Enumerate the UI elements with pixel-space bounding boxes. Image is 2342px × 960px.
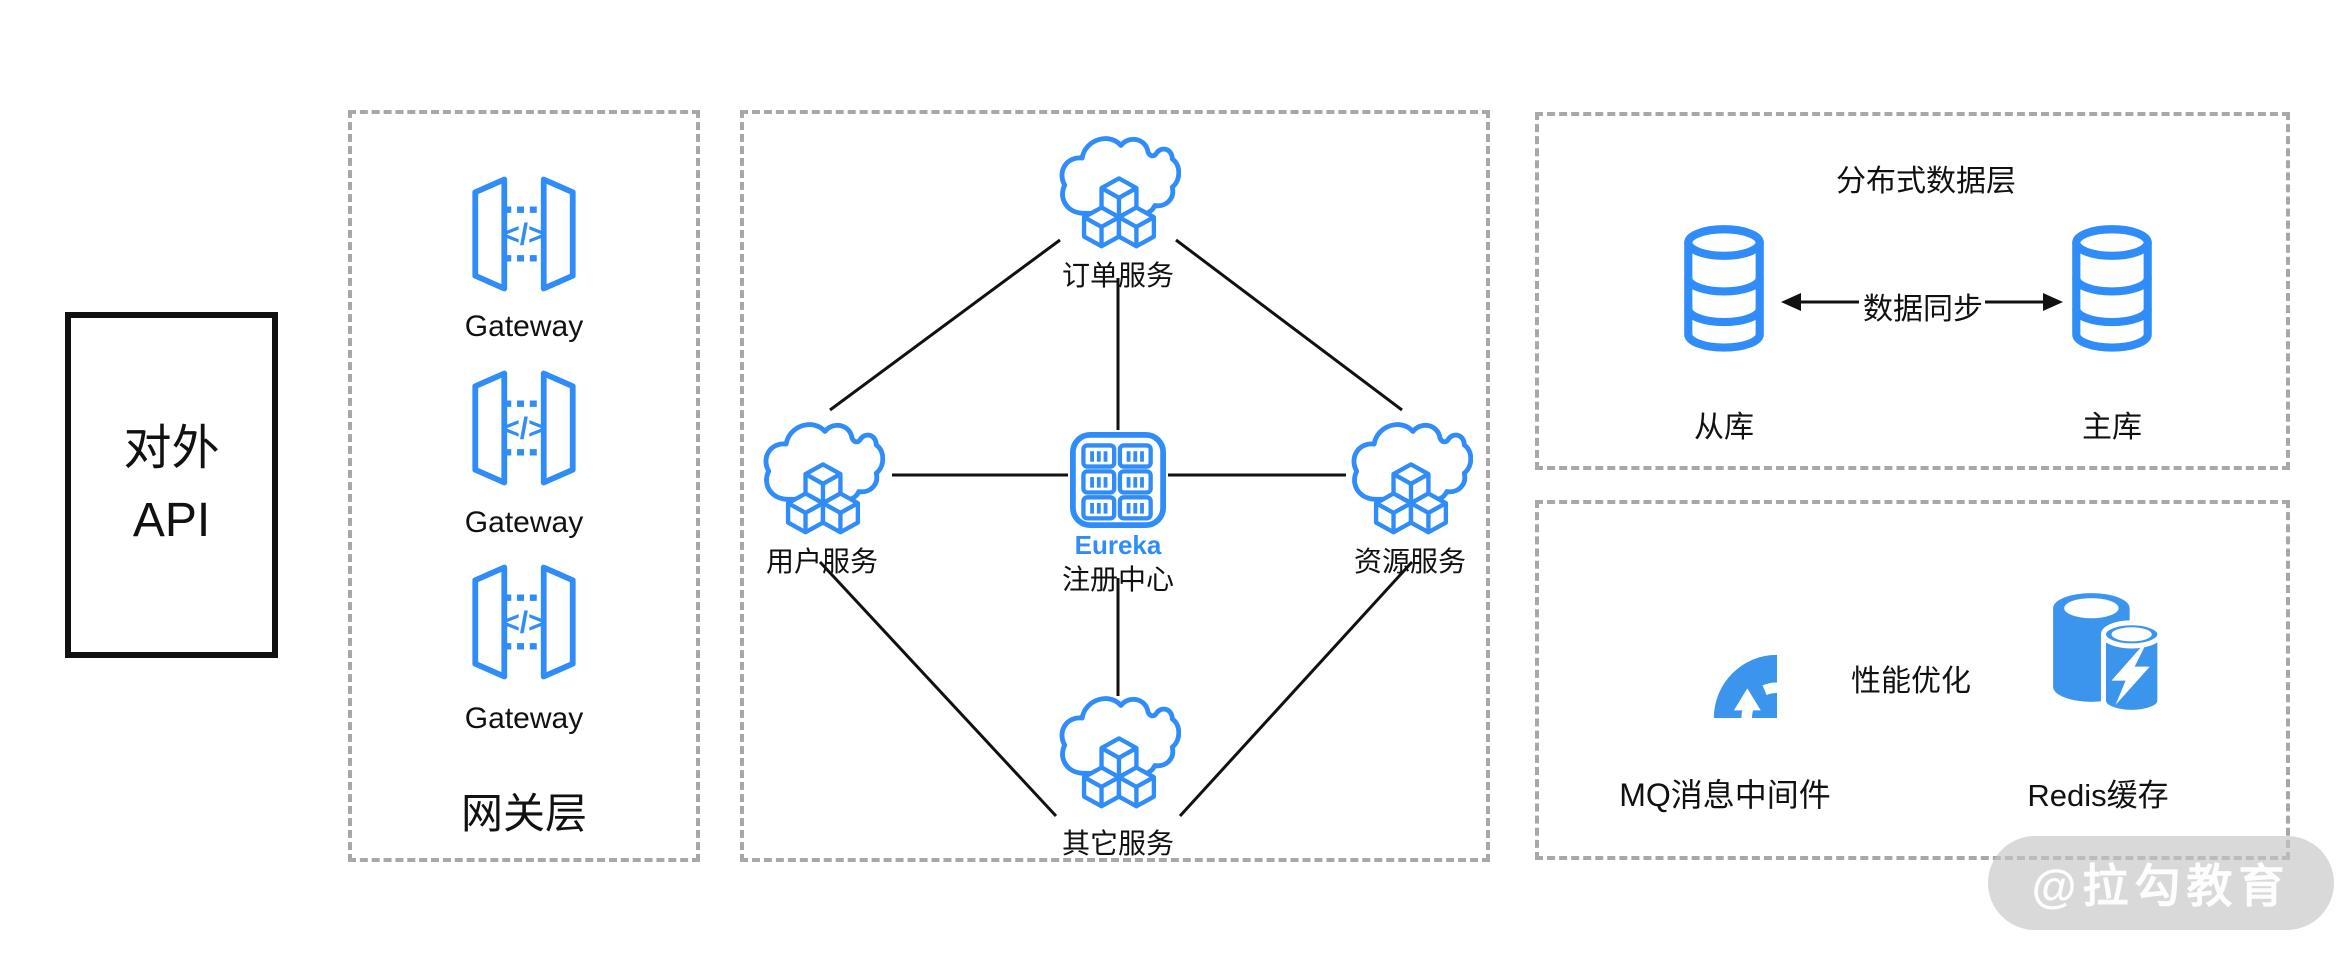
api-box-line2: API bbox=[132, 494, 211, 547]
api-gateway-icon bbox=[463, 370, 585, 486]
perf-layer-title: 性能优化 bbox=[1851, 665, 1971, 698]
cloud-cubes-icon bbox=[1055, 128, 1181, 254]
api-gateway-icon bbox=[463, 564, 585, 680]
cloud-cubes-icon bbox=[759, 414, 885, 540]
arrow-left-icon bbox=[1781, 293, 1859, 311]
registry-label: 注册中心 bbox=[1061, 564, 1175, 595]
order-service-label: 订单服务 bbox=[1061, 260, 1175, 291]
api-gateway-icon bbox=[463, 176, 585, 292]
redis-label: Redis缓存 bbox=[2027, 778, 2169, 813]
api-box-line1: 对外 bbox=[123, 422, 220, 475]
gateway-label-3: Gateway bbox=[464, 702, 584, 735]
watermark-text: @拉勾教育 bbox=[2031, 860, 2291, 912]
slave-db-label: 从库 bbox=[1694, 411, 1754, 444]
server-grid-icon bbox=[1070, 432, 1166, 528]
other-service-label: 其它服务 bbox=[1061, 828, 1175, 859]
user-service-label: 用户服务 bbox=[765, 546, 879, 577]
gateway-layer-panel: Gateway Gateway Gateway 网关层 bbox=[348, 110, 700, 862]
service-connections bbox=[818, 238, 1414, 818]
gateway-label-1: Gateway bbox=[464, 310, 584, 343]
resource-service-label: 资源服务 bbox=[1353, 546, 1467, 577]
cache-cylinders-lightning-icon bbox=[2045, 584, 2171, 727]
external-api-box: 对外 API bbox=[65, 312, 278, 658]
perf-layer-panel: MQ消息中间件 性能优化 Redis缓存 bbox=[1535, 500, 2290, 860]
registry-name: Eureka bbox=[1074, 530, 1162, 560]
arrow-right-icon bbox=[1985, 293, 2063, 311]
data-layer-title: 分布式数据层 bbox=[1836, 165, 2016, 198]
data-layer-panel: 分布式数据层 从库 主库 数据同步 bbox=[1535, 112, 2290, 470]
sync-arrows-icon bbox=[1643, 584, 1777, 718]
gateway-layer-title: 网关层 bbox=[460, 790, 588, 837]
db-cylinder-icon bbox=[1673, 220, 1775, 365]
gateway-label-2: Gateway bbox=[464, 506, 584, 539]
cloud-cubes-icon bbox=[1347, 414, 1473, 540]
data-sync-label: 数据同步 bbox=[1863, 293, 1983, 326]
db-cylinder-icon bbox=[2061, 220, 2163, 365]
cloud-cubes-icon bbox=[1055, 688, 1181, 814]
master-db-label: 主库 bbox=[2082, 411, 2142, 444]
services-panel: 订单服务 用户服务 资源服务 其它服务 Eureka 注册中心 bbox=[740, 110, 1490, 862]
watermark-badge: @拉勾教育 bbox=[1988, 836, 2334, 930]
mq-label: MQ消息中间件 bbox=[1619, 777, 1831, 813]
